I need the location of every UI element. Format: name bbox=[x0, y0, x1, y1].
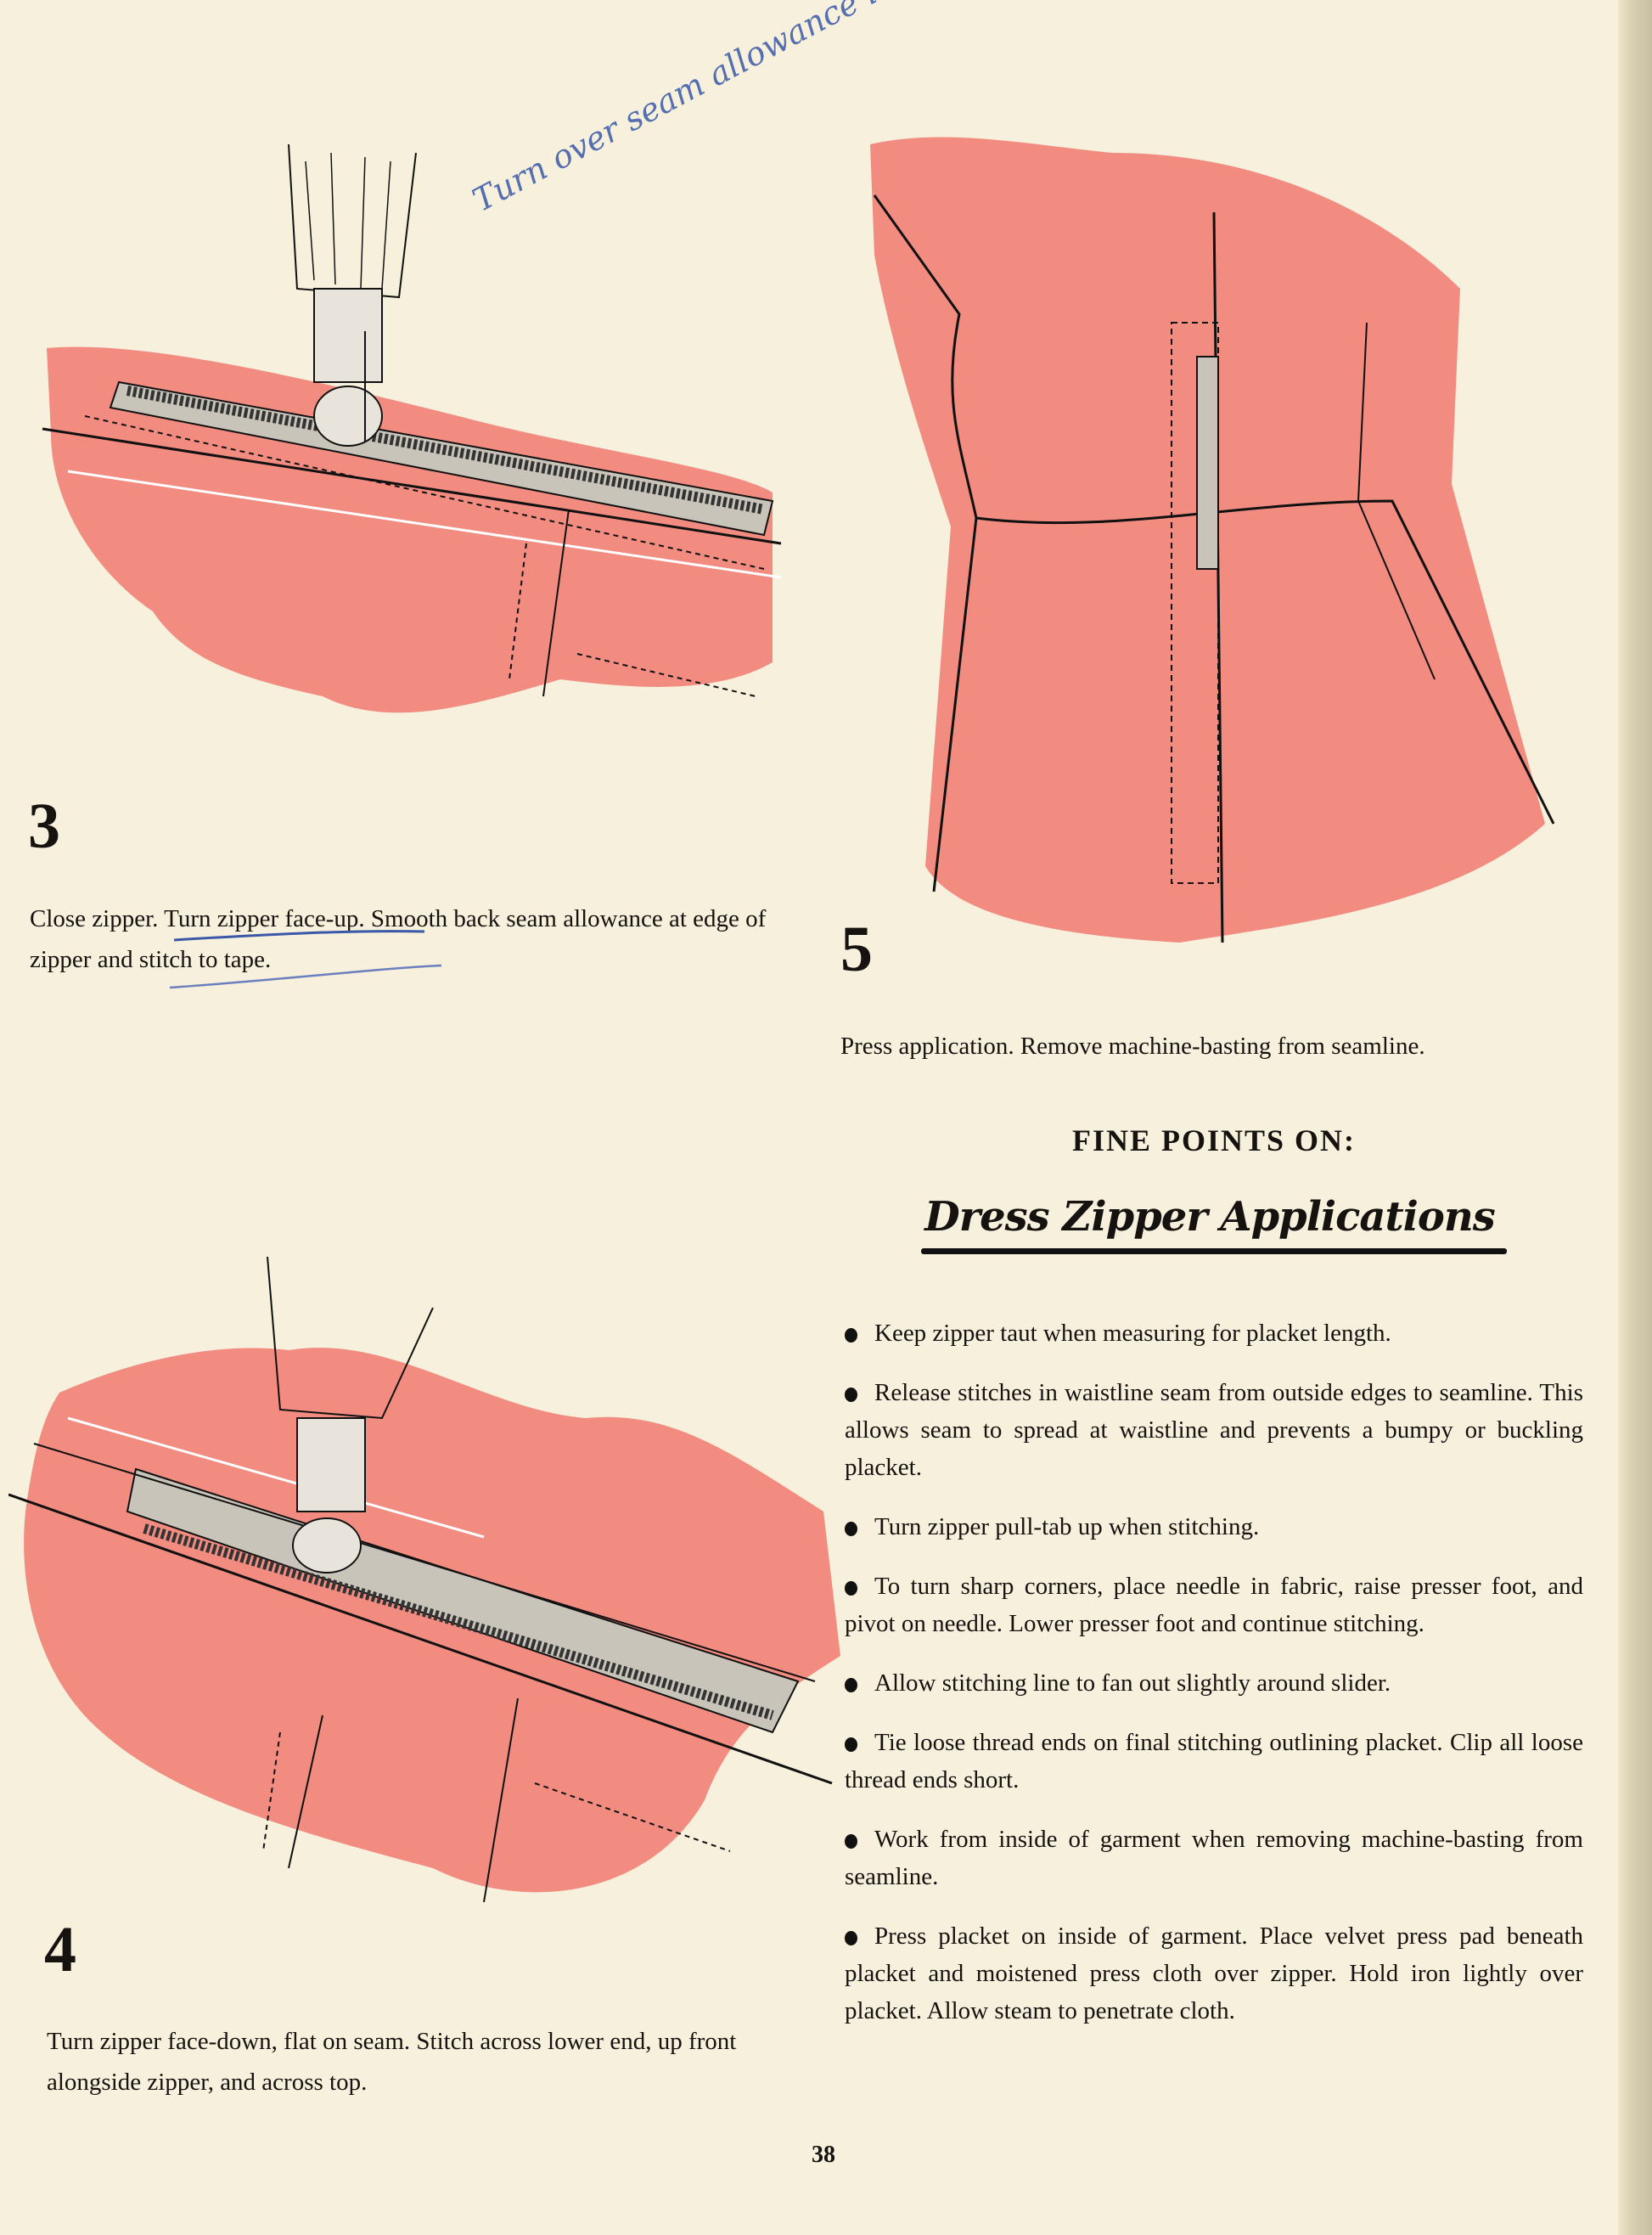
step-number-3: 3 bbox=[28, 791, 60, 862]
list-item-text: Tie loose thread ends on final stitching… bbox=[845, 1729, 1583, 1793]
list-item-text: Keep zipper taut when measuring for plac… bbox=[874, 1320, 1391, 1347]
list-item: Keep zipper taut when measuring for plac… bbox=[845, 1315, 1583, 1352]
list-item-text: Release stitches in waistline seam from … bbox=[845, 1379, 1583, 1481]
bullet-icon bbox=[845, 1833, 857, 1849]
step-number-4: 4 bbox=[44, 1914, 76, 1985]
list-item-text: Allow stitching line to fan out slightly… bbox=[874, 1669, 1391, 1697]
step-4-caption: Turn zipper face-down, flat on seam. Sti… bbox=[47, 2028, 737, 2096]
illustration-step-3 bbox=[42, 144, 782, 713]
step-5-caption: Press application. Remove machine-bastin… bbox=[840, 1033, 1425, 1060]
page-edge bbox=[1618, 0, 1652, 2235]
list-item-text: Work from inside of garment when removin… bbox=[845, 1826, 1583, 1890]
pen-underline-marks bbox=[170, 930, 442, 989]
bullet-icon bbox=[845, 1387, 857, 1402]
list-item: Turn zipper pull-tab up when stitching. bbox=[845, 1508, 1583, 1545]
list-item-text: Press placket on inside of garment. Plac… bbox=[845, 1923, 1583, 2024]
bullet-icon bbox=[845, 1327, 857, 1343]
list-item: Release stitches in waistline seam from … bbox=[845, 1374, 1583, 1486]
list-item: Allow stitching line to fan out slightly… bbox=[845, 1664, 1583, 1702]
step-3-caption: Close zipper. Turn zipper face-up. Smoot… bbox=[30, 905, 767, 973]
title-underline bbox=[921, 1248, 1507, 1254]
illustration-step-5 bbox=[870, 137, 1555, 943]
step-number-5: 5 bbox=[840, 914, 873, 985]
list-item: To turn sharp corners, place needle in f… bbox=[845, 1568, 1583, 1642]
list-item: Tie loose thread ends on final stitching… bbox=[845, 1724, 1583, 1799]
bullet-icon bbox=[845, 1737, 857, 1752]
list-item-text: To turn sharp corners, place needle in f… bbox=[845, 1573, 1583, 1637]
list-item: Work from inside of garment when removin… bbox=[845, 1821, 1583, 1895]
bullet-icon bbox=[845, 1677, 857, 1692]
fine-points-title: Dress Zipper Applications bbox=[924, 1193, 1496, 1241]
bullet-icon bbox=[845, 1521, 857, 1536]
list-item-text: Turn zipper pull-tab up when stitching. bbox=[874, 1513, 1260, 1540]
fine-points-heading: FINE POINTS ON: bbox=[1071, 1123, 1357, 1157]
page-number: 38 bbox=[812, 2142, 835, 2168]
illustration-step-4 bbox=[8, 1257, 840, 1903]
bullet-icon bbox=[845, 1580, 857, 1596]
fine-points-list: Keep zipper taut when measuring for plac… bbox=[845, 1315, 1583, 2052]
list-item: Press placket on inside of garment. Plac… bbox=[845, 1917, 1583, 2030]
bullet-icon bbox=[845, 1930, 857, 1945]
